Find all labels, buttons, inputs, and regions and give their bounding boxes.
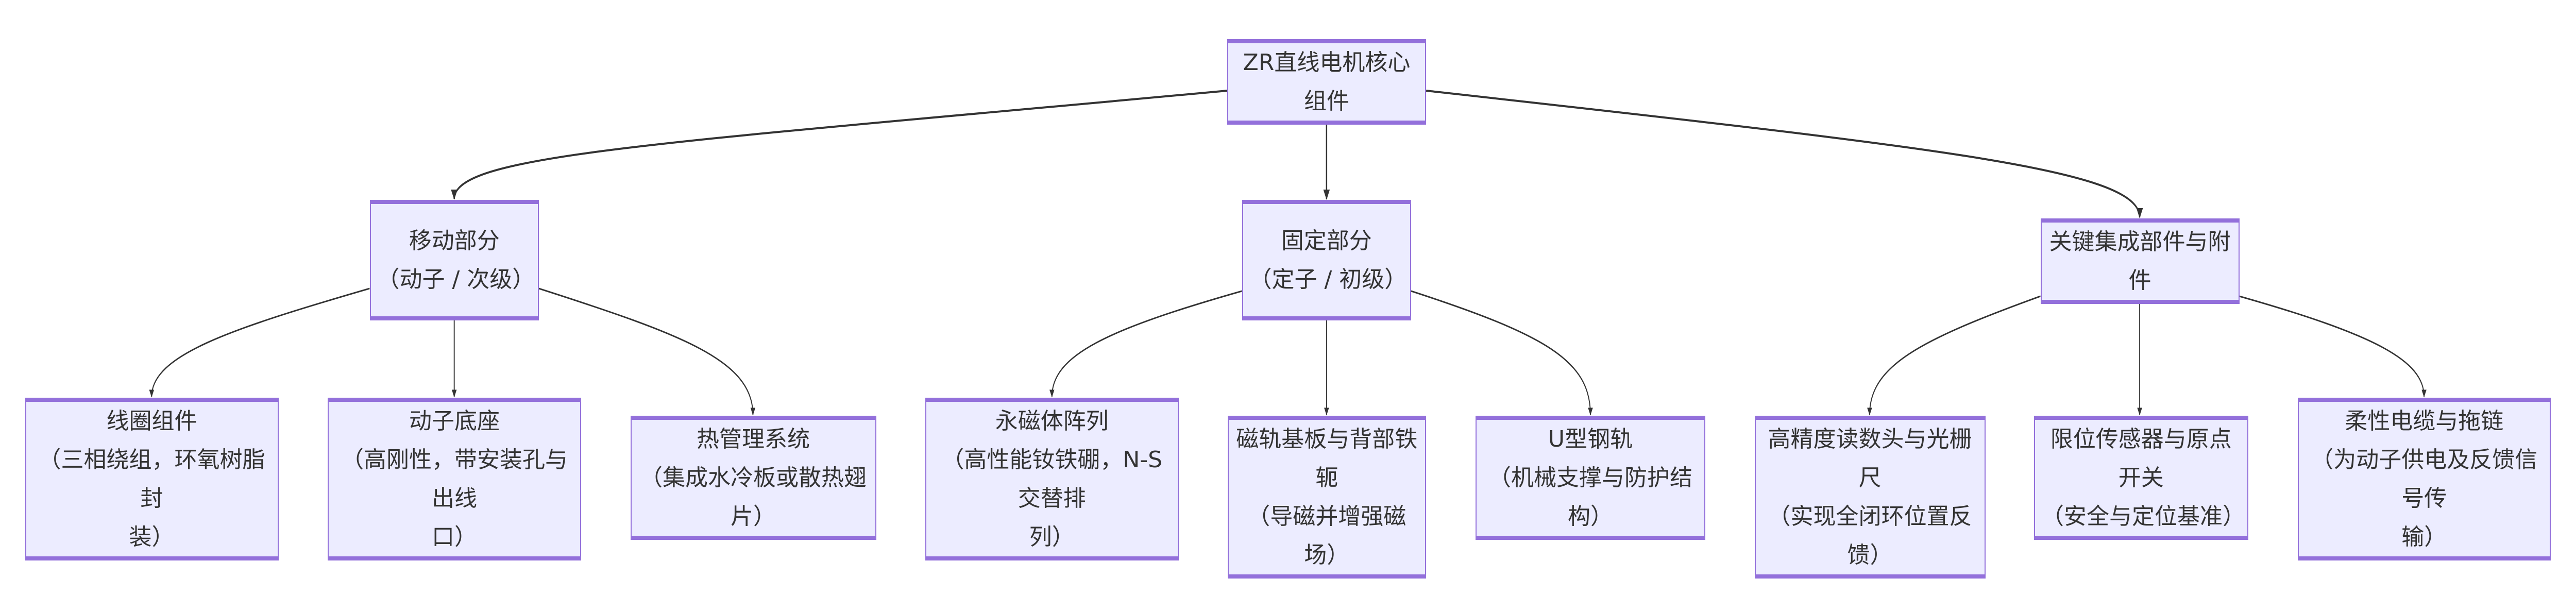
- edge-root-to-moving: [451, 90, 1228, 200]
- root-label: ZR直线电机核心组件: [1243, 49, 1411, 114]
- leaf-node-base: 动子底座 （高刚性，带安装孔与出线 口）: [328, 398, 581, 560]
- node-subtitle: （集成水冷板或散热翅片）: [640, 465, 867, 530]
- node-title: 磁轨基板与背部铁轭: [1236, 426, 1418, 491]
- edge-moving-to-thermal: [538, 287, 756, 416]
- group-node-fixed: 固定部分 （定子 / 初级）: [1242, 200, 1411, 320]
- leaf-node-coil: 线圈组件 （三相绕组，环氧树脂封 装）: [25, 398, 279, 560]
- node-title: 高精度读数头与光栅尺: [1768, 426, 1972, 491]
- edge-root-to-key: [1426, 90, 2143, 218]
- node-subtitle: （导磁并增强磁场）: [1247, 503, 1406, 568]
- leaf-node-thermal: 热管理系统 （集成水冷板或散热翅片）: [630, 416, 876, 540]
- node-subtitle: （三相绕组，环氧树脂封: [38, 447, 265, 512]
- node-subtitle: （为动子供电及反馈信号传: [2311, 447, 2538, 512]
- node-subtitle: （实现全闭环位置反馈）: [1768, 503, 1972, 568]
- node-title: 限位传感器与原点开关: [2050, 426, 2232, 491]
- edge-key-to-cable: [2239, 295, 2427, 398]
- node-subtitle: 列）: [1029, 524, 1075, 550]
- node-title: 关键集成部件与附件: [2049, 229, 2231, 294]
- group-node-key: 关键集成部件与附件: [2040, 218, 2240, 304]
- root-node: ZR直线电机核心组件: [1227, 39, 1426, 125]
- node-subtitle: 装）: [129, 524, 175, 550]
- node-subtitle: 输）: [2401, 524, 2447, 550]
- node-title: 动子底座: [409, 408, 500, 434]
- leaf-node-limit: 限位传感器与原点开关 （安全与定位基准）: [2034, 416, 2248, 540]
- edge-fixed-to-rail: [1411, 290, 1593, 416]
- leaf-node-encoder: 高精度读数头与光栅尺 （实现全闭环位置反馈）: [1754, 416, 1986, 579]
- edge-moving-to-coil: [149, 287, 370, 398]
- node-title: 热管理系统: [697, 426, 810, 452]
- edge-fixed-to-magnet: [1049, 290, 1242, 398]
- node-subtitle: （机械支撑与防护结构）: [1488, 465, 1692, 530]
- node-title: 永磁体阵列: [995, 408, 1109, 434]
- node-subtitle: （高性能钕铁硼，N-S交替排: [941, 447, 1163, 512]
- node-title: U型钢轨: [1548, 426, 1633, 452]
- leaf-node-magnet: 永磁体阵列 （高性能钕铁硼，N-S交替排 列）: [925, 398, 1179, 560]
- node-subtitle: （高刚性，带安装孔与出线: [341, 447, 568, 512]
- node-subtitle: （动子 / 次级）: [377, 266, 535, 293]
- leaf-node-backiron: 磁轨基板与背部铁轭 （导磁并增强磁场）: [1228, 416, 1426, 579]
- leaf-node-rail: U型钢轨 （机械支撑与防护结构）: [1475, 416, 1706, 540]
- node-subtitle: 口）: [432, 524, 477, 550]
- group-node-moving: 移动部分 （动子 / 次级）: [369, 200, 539, 320]
- edge-key-to-encoder: [1867, 295, 2041, 416]
- node-title: 移动部分: [409, 228, 500, 254]
- node-title: 柔性电缆与拖链: [2345, 408, 2504, 434]
- node-title: 线圈组件: [106, 408, 197, 434]
- node-subtitle: （安全与定位基准）: [2041, 503, 2245, 530]
- node-subtitle: （定子 / 初级）: [1249, 266, 1408, 293]
- leaf-node-cable: 柔性电缆与拖链 （为动子供电及反馈信号传 输）: [2297, 398, 2551, 560]
- node-title: 固定部分: [1281, 228, 1372, 254]
